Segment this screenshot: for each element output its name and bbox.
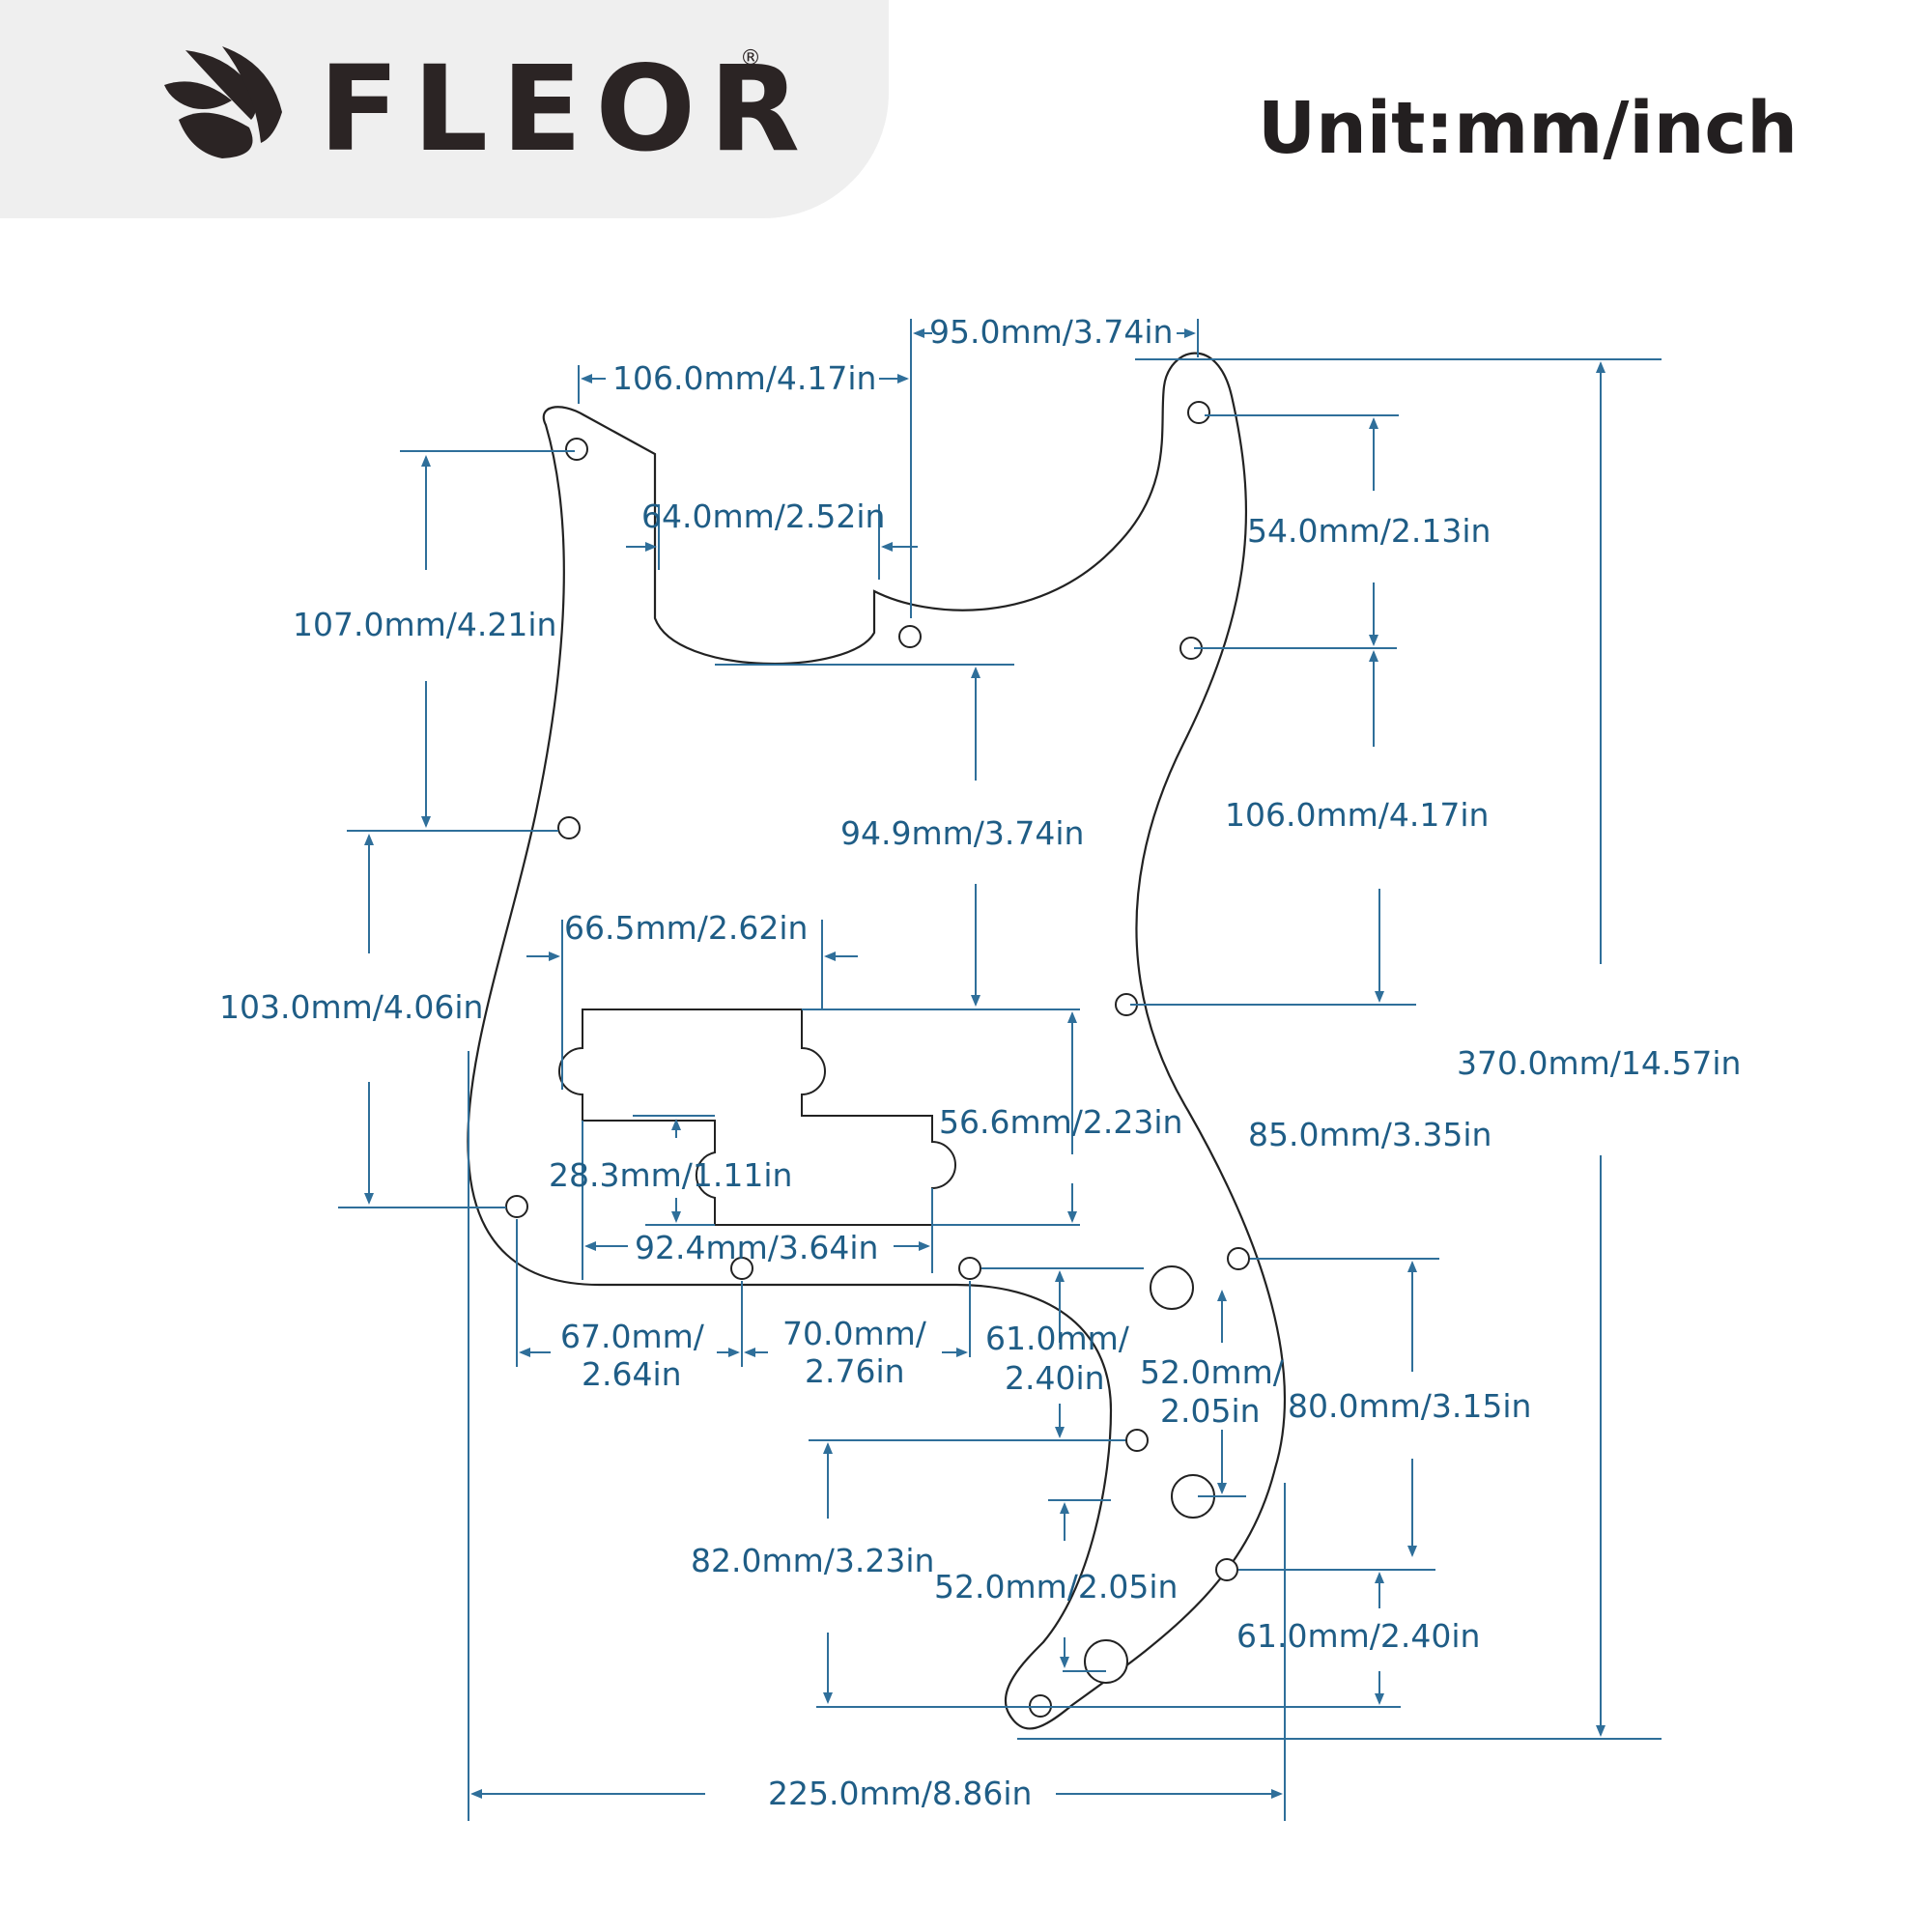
- dimension-labels: 106.0mm/4.17in 95.0mm/3.74in 64.0mm/2.52…: [219, 313, 1741, 1812]
- dim-hole-spacing-2b: 2.76in: [805, 1352, 905, 1390]
- pickguard-outline: [467, 352, 1287, 1730]
- dim-knob-spacing-1a: 52.0mm/: [1140, 1353, 1285, 1391]
- header-background: [0, 0, 889, 218]
- dim-left-mid-height: 103.0mm/4.06in: [219, 988, 483, 1026]
- dim-hole-spacing-1a: 67.0mm/: [560, 1318, 705, 1355]
- dim-pickup-total-width: 92.4mm/3.64in: [635, 1229, 878, 1266]
- dim-right-upper-height: 54.0mm/2.13in: [1247, 512, 1491, 550]
- dimension-lines: [338, 319, 1662, 1821]
- dim-total-height: 370.0mm/14.57in: [1457, 1044, 1741, 1082]
- screw-holes: [505, 401, 1250, 1718]
- brand-name: FLEOR: [319, 41, 814, 178]
- dim-hole-spacing-1b: 2.64in: [582, 1355, 682, 1393]
- dim-right-mid-height: 106.0mm/4.17in: [1225, 796, 1489, 834]
- dim-cavity-depth: 94.9mm/3.74in: [840, 814, 1084, 852]
- dim-left-upper-height: 107.0mm/4.21in: [293, 606, 556, 643]
- dim-cavity-width: 64.0mm/2.52in: [641, 497, 885, 535]
- unit-label: Unit:mm/inch: [1258, 87, 1798, 170]
- dim-right-lower-height: 85.0mm/3.35in: [1248, 1116, 1492, 1153]
- registered-mark: ®: [740, 46, 761, 71]
- dim-pickup-height: 56.6mm/2.23in: [939, 1103, 1182, 1141]
- dim-top-right-width: 95.0mm/3.74in: [929, 313, 1173, 351]
- dim-hole-spacing-2a: 70.0mm/: [782, 1315, 927, 1352]
- dim-total-width: 225.0mm/8.86in: [768, 1775, 1032, 1812]
- dim-pickup-top-width: 66.5mm/2.62in: [564, 909, 808, 947]
- dim-pickup-step: 28.3mm/1.11in: [549, 1156, 792, 1194]
- dim-lower-left-height: 82.0mm/3.23in: [691, 1542, 934, 1579]
- leaf-logo-icon: [164, 46, 282, 158]
- dim-top-left-width: 106.0mm/4.17in: [612, 359, 876, 397]
- dim-knob-spacing-1b: 2.05in: [1160, 1392, 1261, 1430]
- dim-right-bottom-height: 80.0mm/3.15in: [1288, 1387, 1531, 1425]
- dim-hole-spacing-3a: 61.0mm/: [985, 1320, 1130, 1357]
- dim-hole-spacing-3b: 2.40in: [1005, 1359, 1105, 1397]
- dim-bottom-right-height: 61.0mm/2.40in: [1236, 1617, 1480, 1655]
- dim-knob-spacing-2: 52.0mm/2.05in: [934, 1568, 1178, 1605]
